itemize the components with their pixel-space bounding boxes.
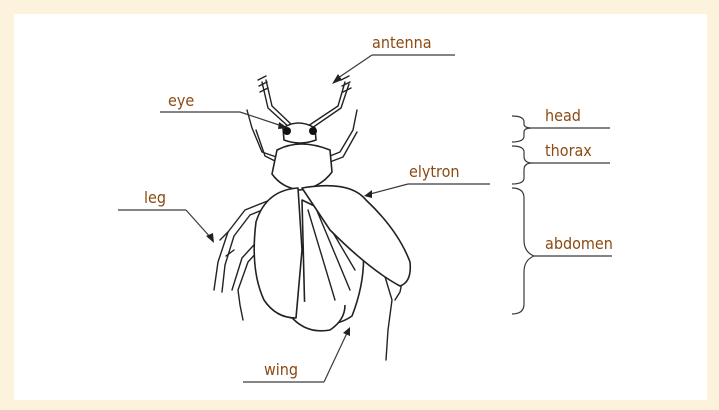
label-thorax: thorax xyxy=(545,141,592,160)
bracket-head xyxy=(512,116,532,142)
beetle-antennae xyxy=(258,76,351,128)
label-leg: leg xyxy=(144,188,166,207)
beetle-eye-right xyxy=(309,127,317,135)
label-antenna: antenna xyxy=(372,33,432,52)
label-head: head xyxy=(545,106,581,125)
bracket-abdomen xyxy=(512,188,534,314)
label-abdomen: abdomen xyxy=(545,234,613,253)
beetle-elytron-left xyxy=(254,188,302,318)
bracket-thorax xyxy=(512,146,532,184)
label-elytron: elytron xyxy=(409,162,460,181)
label-eye: eye xyxy=(168,91,194,110)
label-wing: wing xyxy=(264,360,298,379)
beetle-illustration xyxy=(214,76,410,360)
beetle-thorax xyxy=(272,144,332,190)
